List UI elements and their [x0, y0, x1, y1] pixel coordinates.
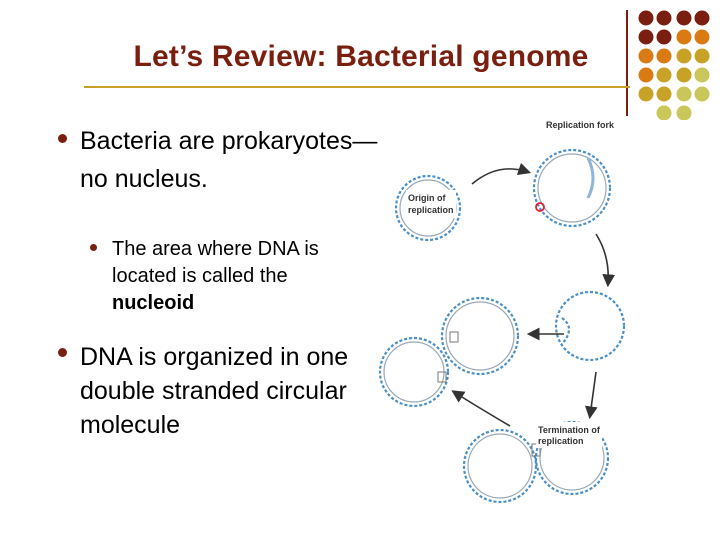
decorative-dot [676, 67, 692, 83]
circle-left [378, 336, 450, 408]
decorative-dot [638, 10, 654, 26]
label-replication-fork: Replication fork [546, 120, 615, 130]
bullet-2: The area where DNA is located is called … [112, 236, 352, 317]
decorative-dot [694, 86, 710, 102]
decorative-dot [676, 105, 692, 120]
label-termination-1: Termination of [538, 425, 601, 435]
decorative-dot [656, 105, 672, 120]
decorative-dot [694, 67, 710, 83]
circle-origin [394, 174, 462, 242]
circle-bottom-right [534, 420, 610, 496]
decorative-dot [656, 29, 672, 45]
circle-mid-right [554, 290, 626, 362]
title-underline [84, 86, 630, 88]
bullet-dot-icon [58, 134, 67, 143]
decorative-dot [656, 86, 672, 102]
circle-bottom-left [462, 428, 538, 504]
decorative-dot [638, 29, 654, 45]
circle-fork [532, 148, 612, 228]
decorative-dot [694, 10, 710, 26]
decorative-dot [694, 29, 710, 45]
bullet-2-term: nucleoid [112, 292, 195, 314]
decorative-dot [676, 10, 692, 26]
bullet-1: Bacteria are prokaryotes—no nucleus. [80, 127, 378, 193]
circle-mid-left [440, 296, 520, 376]
vertical-accent-rule [626, 10, 628, 116]
decorative-dot [676, 86, 692, 102]
decorative-dot [656, 10, 672, 26]
label-termination-2: replication [538, 436, 584, 446]
decorative-dot [638, 86, 654, 102]
label-origin-1: Origin of [408, 193, 446, 203]
decorative-dot [676, 29, 692, 45]
decorative-dot [656, 67, 672, 83]
decorative-dot [638, 48, 654, 64]
decorative-dot-grid [638, 10, 710, 120]
label-origin-2: replication [408, 205, 454, 215]
decorative-dot [656, 48, 672, 64]
replication-diagram: Replication fork Origin of replication T… [378, 120, 626, 504]
bullet-2-text: The area where DNA is located is called … [112, 238, 319, 287]
slide-title: Let’s Review: Bacterial genome [133, 40, 589, 73]
origin-marker-icon [535, 202, 545, 212]
decorative-dot [638, 67, 654, 83]
decorative-dot [694, 48, 710, 64]
decorative-dot [676, 48, 692, 64]
bullet-dot-icon [90, 244, 97, 251]
bullet-3: DNA is organized in one double stranded … [80, 343, 349, 439]
bullet-dot-icon [58, 348, 67, 357]
